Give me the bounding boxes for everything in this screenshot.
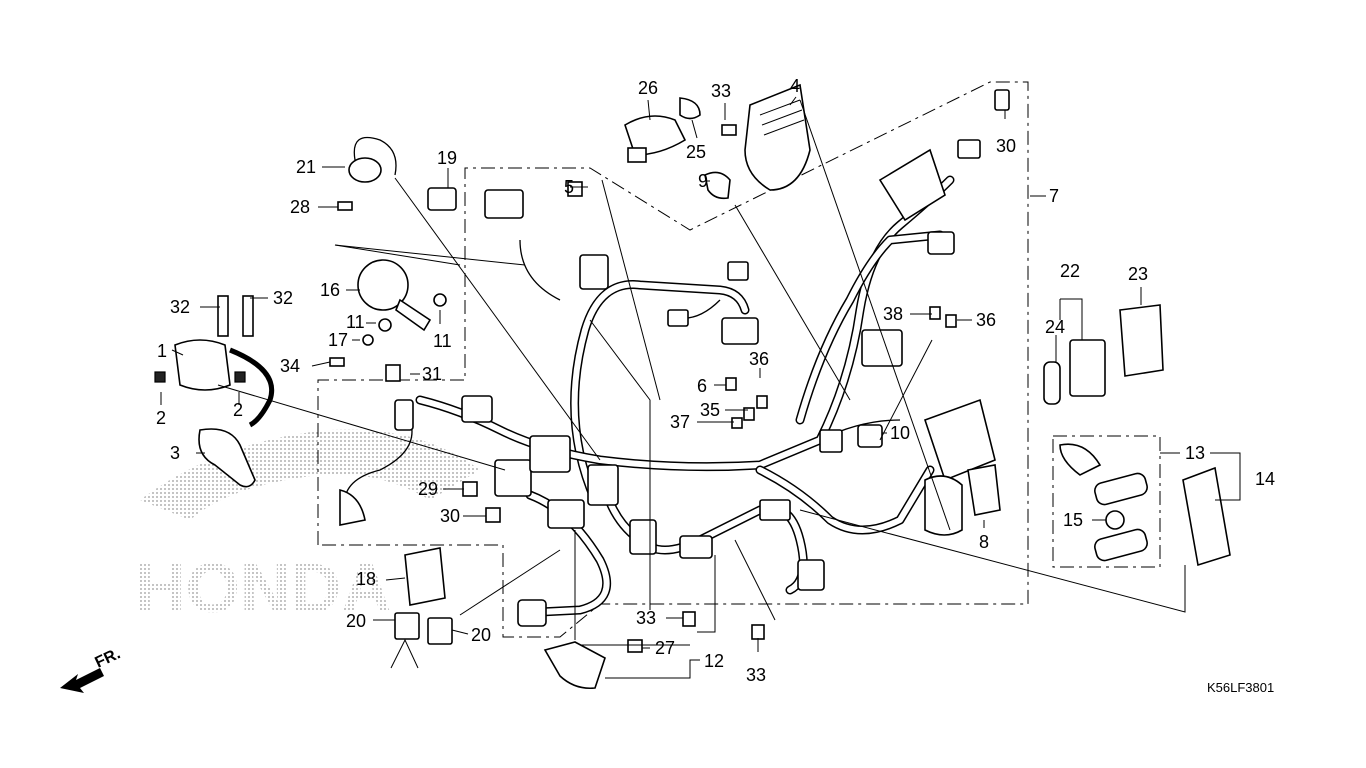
callout-14: 14 — [1255, 469, 1275, 489]
small-connector-19 — [427, 187, 457, 211]
callout-5: 5 — [564, 177, 574, 197]
assembly-boundary-7 — [317, 81, 1029, 638]
clip-10 — [857, 424, 883, 448]
honda-watermark: HONDA — [135, 429, 480, 627]
callout-38: 38 — [883, 304, 903, 324]
holder-8 — [967, 464, 1001, 516]
callout-36: 36 — [749, 349, 769, 369]
callout-36: 36 — [976, 310, 996, 330]
connector-30-top — [994, 89, 1010, 111]
callout-32: 32 — [273, 288, 293, 308]
callout-23: 23 — [1128, 264, 1148, 284]
relay-18 — [404, 547, 446, 606]
callout-33: 33 — [636, 608, 656, 628]
callout-2: 2 — [233, 400, 243, 420]
callout-11: 11 — [346, 312, 365, 332]
callout-34: 34 — [280, 356, 300, 376]
callout-22: 22 — [1060, 261, 1080, 281]
keyless-ecu — [1182, 466, 1231, 567]
callout-26: 26 — [638, 78, 658, 98]
regulator-12 — [543, 641, 606, 690]
callout-32: 32 — [170, 297, 190, 317]
front-label: FR. — [93, 645, 124, 671]
callout-16: 16 — [320, 280, 340, 300]
callout-4: 4 — [790, 76, 800, 96]
callout-30: 30 — [996, 136, 1016, 156]
callout-20: 20 — [346, 611, 366, 631]
callout-33: 33 — [746, 665, 766, 685]
bank-angle-sensor — [348, 136, 397, 183]
callout-35: 35 — [700, 400, 720, 420]
callout-29: 29 — [418, 479, 438, 499]
callout-21: 21 — [296, 157, 316, 177]
callout-17: 17 — [328, 330, 348, 350]
callout-2: 2 — [156, 408, 166, 428]
smart-key-parts — [1059, 443, 1148, 562]
callout-30: 30 — [440, 506, 460, 526]
callout-37: 37 — [670, 412, 690, 432]
cover-23 — [1119, 304, 1164, 377]
callout-8: 8 — [979, 532, 989, 552]
callout-labels: 1 2 2 3 4 5 6 7 8 9 10 11 11 12 13 14 15… — [156, 76, 1275, 695]
callout-6: 6 — [697, 376, 707, 396]
callout-24: 24 — [1045, 317, 1065, 337]
band-9 — [704, 171, 731, 200]
diagram-code: K56LF3801 — [1207, 680, 1274, 695]
callout-11: 11 — [433, 331, 452, 351]
callout-20: 20 — [471, 625, 491, 645]
fuse-box-cover — [744, 83, 811, 191]
harness-connectors — [339, 139, 996, 627]
callout-19: 19 — [437, 148, 457, 168]
clamp-25 — [679, 97, 701, 120]
callout-33: 33 — [711, 81, 731, 101]
callout-31: 31 — [422, 364, 442, 384]
callout-7: 7 — [1049, 186, 1059, 206]
callout-1: 1 — [157, 341, 167, 361]
cover-22-24 — [1043, 339, 1106, 405]
callout-27: 27 — [655, 638, 675, 658]
front-arrow: FR. — [60, 645, 123, 693]
callout-3: 3 — [170, 443, 180, 463]
bolts — [217, 124, 765, 653]
callout-10: 10 — [890, 423, 910, 443]
watermark-text: HONDA — [135, 549, 392, 627]
turn-signal-relay — [624, 115, 687, 163]
callout-12: 12 — [704, 651, 724, 671]
horn — [357, 259, 447, 346]
callout-28: 28 — [290, 197, 310, 217]
relays-20 — [394, 612, 453, 645]
callout-9: 9 — [698, 171, 708, 191]
assembly-boundary-13 — [1052, 435, 1161, 568]
leader-lines — [160, 96, 1241, 679]
callout-18: 18 — [356, 569, 376, 589]
callout-13: 13 — [1185, 443, 1205, 463]
ignition-switch — [154, 339, 274, 428]
callout-25: 25 — [686, 142, 706, 162]
callout-15: 15 — [1063, 510, 1083, 530]
